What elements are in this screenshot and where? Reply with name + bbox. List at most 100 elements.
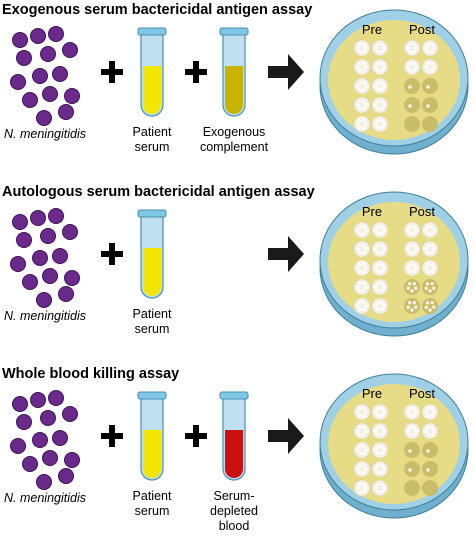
colony-dot xyxy=(412,406,416,411)
colony-dot xyxy=(374,103,378,107)
colony-dot xyxy=(362,49,366,54)
colony-spot xyxy=(371,422,389,440)
bacterium xyxy=(12,32,28,48)
colony-dot xyxy=(382,266,386,270)
colony-lawn xyxy=(353,115,371,133)
colony-dot xyxy=(364,304,368,308)
colony-dot xyxy=(374,467,378,471)
colony-lawn xyxy=(353,422,371,440)
arrow-icon xyxy=(268,236,304,272)
colony-dot xyxy=(374,84,378,88)
bacterium xyxy=(12,396,28,412)
colony-dot xyxy=(358,307,362,312)
colony-dot xyxy=(362,269,366,274)
colony-spot xyxy=(422,461,438,477)
colony-dot xyxy=(374,228,378,232)
colony-dot xyxy=(364,266,368,270)
colony-lawn xyxy=(371,479,389,497)
colony-dot xyxy=(425,301,430,305)
colony-spot xyxy=(404,78,420,94)
colony-dot xyxy=(376,118,380,123)
colony-dot xyxy=(382,65,386,69)
colony-dot xyxy=(380,451,384,456)
colony-dot xyxy=(362,489,366,494)
colony-spot xyxy=(422,279,438,295)
colony-dot xyxy=(408,85,412,89)
colony-dot xyxy=(364,65,368,69)
colony-dot xyxy=(408,42,412,47)
colony-dot xyxy=(374,247,378,251)
colony-dot xyxy=(362,231,366,236)
colony-spot xyxy=(371,96,389,114)
colony-dot xyxy=(376,288,380,293)
colony-dot xyxy=(358,99,362,104)
bacterium xyxy=(40,46,56,62)
colony-dot xyxy=(356,228,360,232)
colony-lawn xyxy=(421,58,439,76)
colony-dot xyxy=(356,285,360,289)
colony-lawn xyxy=(421,39,439,57)
colony-dot xyxy=(382,429,386,433)
colony-dot xyxy=(380,99,384,104)
colony-dot xyxy=(414,305,418,309)
colony-dot xyxy=(426,449,430,453)
colony-lawn xyxy=(353,58,371,76)
colony-dot xyxy=(362,250,366,255)
bacterium xyxy=(36,110,52,126)
colony-dot xyxy=(380,269,384,274)
colony-dot xyxy=(414,429,418,433)
colony-dot xyxy=(364,122,368,126)
colony-dot xyxy=(408,413,412,418)
tube2-label: complement xyxy=(200,140,269,154)
colony-dot xyxy=(362,125,366,130)
panel-title: Autologous serum bactericidal antigen as… xyxy=(2,184,315,200)
colony-dot xyxy=(358,68,362,73)
plus-sign xyxy=(101,243,123,265)
colony-spot-bg xyxy=(422,279,438,295)
colony-dot xyxy=(362,281,366,286)
colony-spot xyxy=(422,97,438,113)
colony-dot xyxy=(362,99,366,104)
colony-dot xyxy=(430,224,434,229)
organism-label: N. meningitidis xyxy=(4,309,86,323)
bacterium xyxy=(10,438,26,454)
colony-dot xyxy=(358,406,362,411)
colony-dot xyxy=(380,87,384,92)
bacterium xyxy=(40,410,56,426)
colony-dot xyxy=(424,65,428,69)
serum-tube xyxy=(137,27,167,117)
colony-dot xyxy=(358,288,362,293)
colony-dot xyxy=(376,125,380,130)
colony-dot xyxy=(362,307,366,312)
colony-dot xyxy=(376,68,380,73)
colony-spot-bg xyxy=(422,97,438,113)
colony-spot xyxy=(371,39,389,57)
bacterium xyxy=(32,250,48,266)
colony-dot xyxy=(362,224,366,229)
colony-spot xyxy=(371,115,389,133)
colony-lawn xyxy=(353,403,371,421)
colony-dot xyxy=(380,482,384,487)
colony-dot xyxy=(356,266,360,270)
colony-dot xyxy=(380,231,384,236)
colony-spot xyxy=(353,39,371,57)
colony-spot xyxy=(371,297,389,315)
colony-dot xyxy=(358,470,362,475)
tube2-label: blood xyxy=(219,519,250,533)
colony-lawn xyxy=(353,240,371,258)
colony-spot xyxy=(353,297,371,315)
colony-dot xyxy=(382,46,386,50)
plus-vertical xyxy=(109,425,115,447)
colony-dot xyxy=(356,84,360,88)
colony-dot xyxy=(382,467,386,471)
colony-dot xyxy=(358,300,362,305)
colony-dot xyxy=(362,444,366,449)
tube-liquid xyxy=(143,248,161,296)
colony-spot-bg xyxy=(422,116,438,132)
colony-dot xyxy=(410,308,414,312)
colony-dot xyxy=(382,103,386,107)
colony-spot xyxy=(371,460,389,478)
plate-agar xyxy=(328,202,460,322)
colony-dot xyxy=(376,432,380,437)
